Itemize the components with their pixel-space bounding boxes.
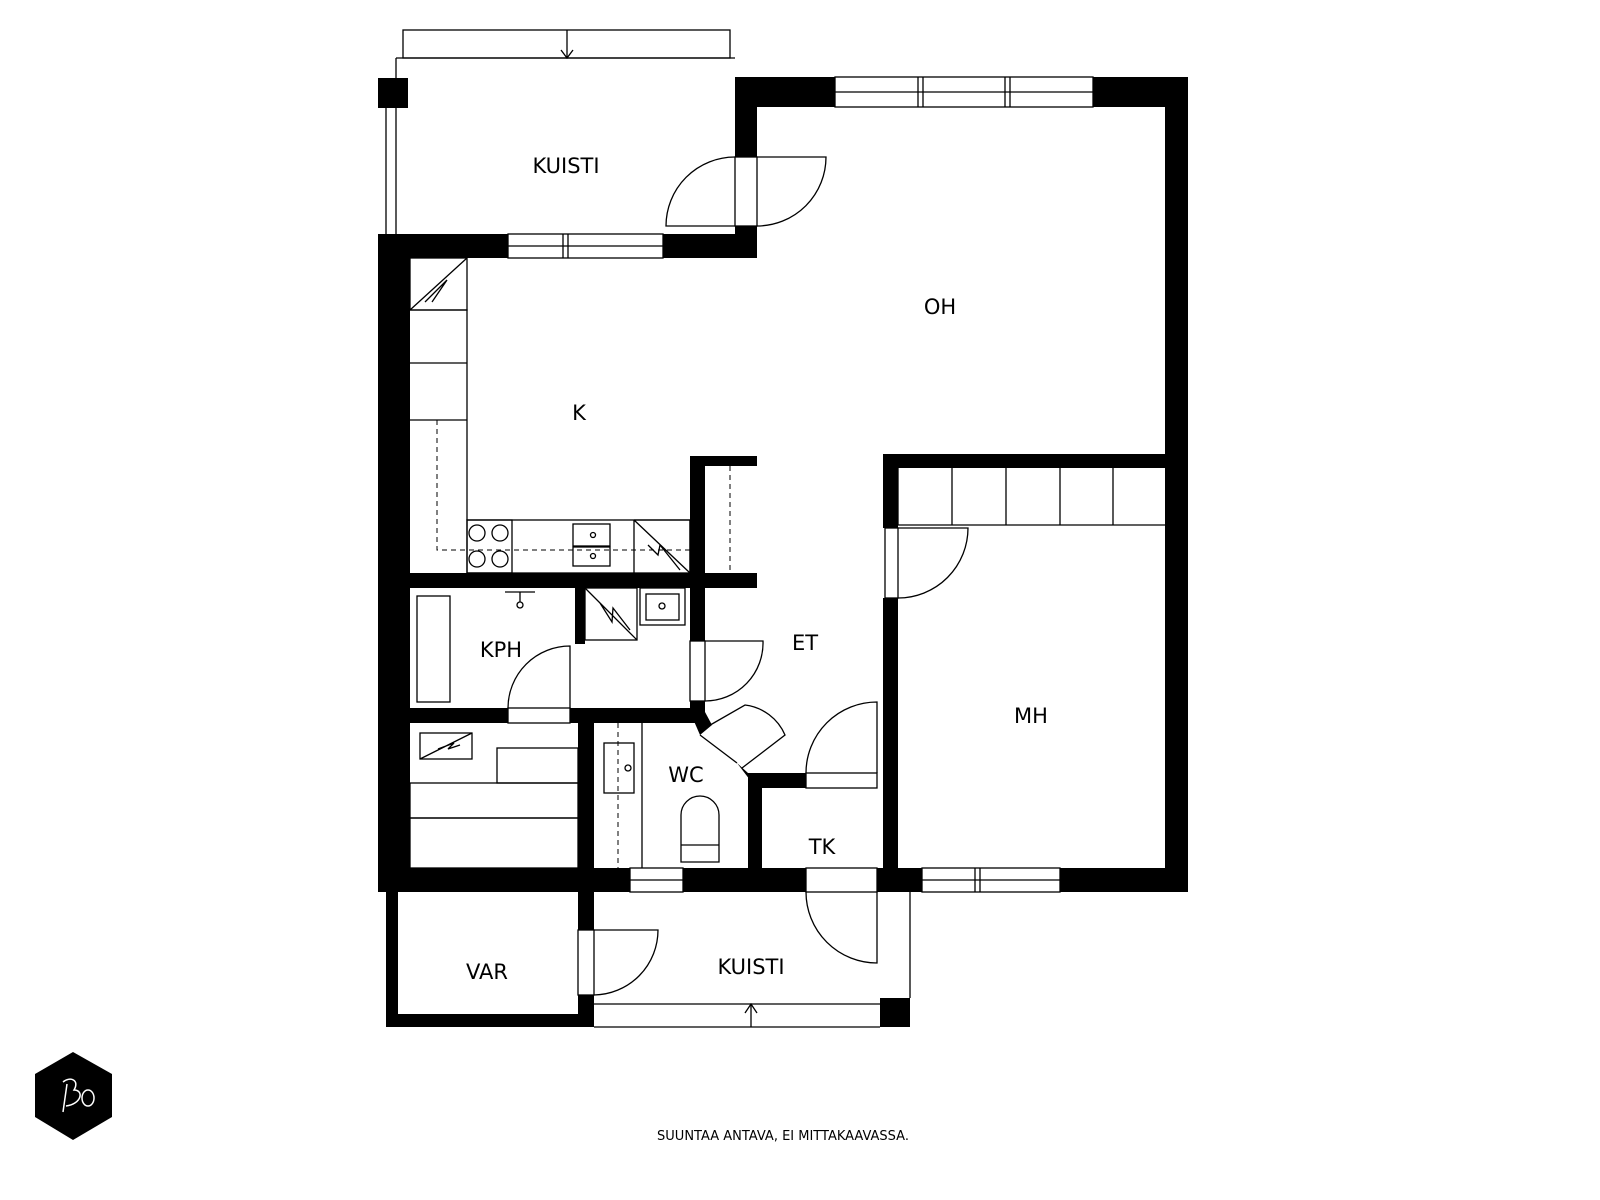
room-label-et: ET — [792, 631, 818, 655]
room-label-tk: TK — [808, 835, 837, 859]
room-label-wc: WC — [668, 763, 703, 787]
room-label-k: K — [572, 401, 587, 425]
disclaimer-note: SUUNTAA ANTAVA, EI MITTAKAAVASSA. — [657, 1129, 909, 1144]
top-porch — [378, 29, 735, 234]
windows — [507, 76, 1094, 893]
kitchen-fixtures — [409, 257, 731, 574]
room-label-oh: OH — [924, 295, 956, 319]
room-label-kuisti-top: KUISTI — [532, 154, 599, 178]
logo — [35, 1052, 112, 1140]
wardrobe — [897, 468, 1165, 526]
bottom-porch — [594, 892, 911, 1028]
porch-post — [378, 78, 408, 108]
stove — [466, 519, 513, 574]
doors — [507, 156, 969, 996]
bathroom-fixtures — [409, 587, 720, 869]
room-label-kuisti-bottom: KUISTI — [717, 955, 784, 979]
room-label-kph: KPH — [480, 638, 522, 662]
room-label-var: VAR — [466, 960, 508, 984]
room-label-mh: MH — [1014, 704, 1048, 728]
walls — [378, 77, 1188, 1027]
